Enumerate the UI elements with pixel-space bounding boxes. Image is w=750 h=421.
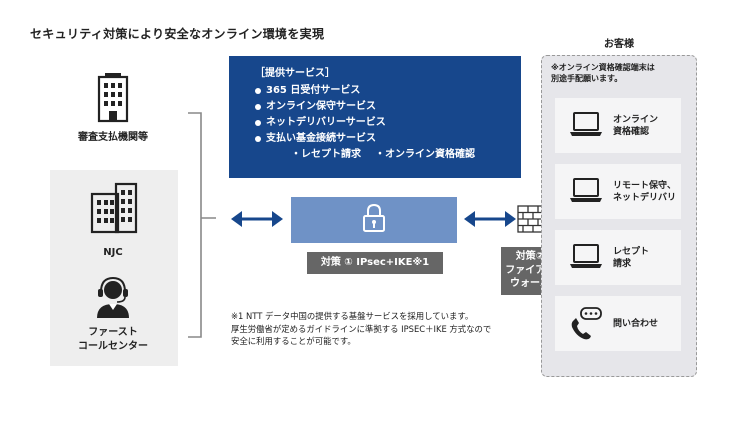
measure2-line1: 対策② <box>515 251 545 262</box>
measure1-tag: 対策 ① IPsec+IKE※1 <box>307 252 443 274</box>
laptop-icon <box>570 178 602 202</box>
first-call-line2: コールセンター <box>78 341 148 352</box>
measure2-line2: ファイアー <box>505 264 555 276</box>
sub-item-online-qual: ・オンライン資格確認 <box>375 149 475 160</box>
customer-card-inquiry: 問い合わせ <box>555 296 681 351</box>
customer-note-line1: ※オンライン資格確認端末は <box>551 63 655 72</box>
shinsa-label: 審査支払機関等 <box>78 132 148 143</box>
phone-chat-icon <box>571 307 602 340</box>
first-call-line1: ファースト <box>88 327 138 338</box>
njc-label: NJC <box>103 247 123 258</box>
service-sub-items: ・レセプト請求 ・オンライン資格確認 <box>255 147 521 163</box>
customer-card-receipt: レセプト 請求 <box>555 230 681 285</box>
card-label: オンライン 資格確認 <box>613 114 659 137</box>
service-item: 365 日受付サービス <box>255 83 521 99</box>
office-buildings-icon <box>90 182 138 234</box>
building-icon <box>97 73 129 123</box>
customer-card-online-qual: オンライン 資格確認 <box>555 98 681 153</box>
footnote: ※1 NTT データ中国の提供する基盤サービスを採用しています。 厚生労働省が定… <box>231 310 491 348</box>
customer-note-line2: 別途手配願います。 <box>551 74 623 83</box>
footnote-line3: 安全に利用することが可能です。 <box>231 336 356 346</box>
footnote-line2: 厚生労働省が定めるガイドラインに準拠する IPSEC＋IKE 方式なので <box>231 323 492 334</box>
card-label: リモート保守、 ネットデリバリ <box>613 180 677 203</box>
lock-icon <box>363 203 385 232</box>
page-title: セキュリティ対策により安全なオンライン環境を実現 <box>30 27 325 41</box>
services-header: ［提供サービス］ <box>255 68 335 79</box>
customer-note: ※オンライン資格確認端末は 別途手配願います。 <box>551 62 655 84</box>
sub-item-receipt: ・レセプト請求 <box>291 149 361 160</box>
laptop-icon <box>570 112 602 136</box>
footnote-line1: ※1 NTT データ中国の提供する基盤サービスを採用しています。 <box>231 311 474 321</box>
laptop-icon <box>570 244 602 268</box>
bracket-connector <box>188 112 216 338</box>
customer-card-remote: リモート保守、 ネットデリバリ <box>555 164 681 219</box>
card-label: レセプト 請求 <box>613 246 650 269</box>
headset-operator-icon <box>97 276 129 318</box>
card-label: 問い合わせ <box>613 318 659 329</box>
first-call-label: ファースト コールセンター <box>60 326 166 354</box>
service-item: 支払い基金接続サービス <box>255 131 521 147</box>
double-arrow-icon <box>231 211 283 227</box>
customer-title: お客様 <box>604 39 634 50</box>
double-arrow-icon <box>464 211 516 227</box>
measure2-line3: ウォール <box>510 278 550 289</box>
services-box: ［提供サービス］ 365 日受付サービス オンライン保守サービス ネットデリバリ… <box>229 56 521 178</box>
service-item: オンライン保守サービス <box>255 99 521 115</box>
service-item: ネットデリバリーサービス <box>255 115 521 131</box>
